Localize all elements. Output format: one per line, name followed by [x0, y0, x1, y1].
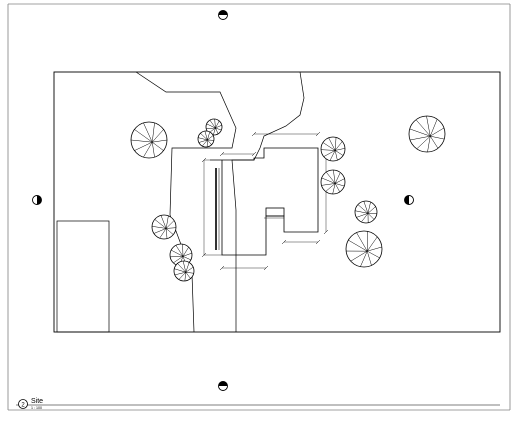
elevation-marker-east — [405, 196, 414, 205]
trees — [131, 116, 445, 281]
tree-symbol-icon — [174, 261, 194, 281]
tree-symbol-icon — [321, 170, 345, 194]
elevation-marker-west — [33, 196, 42, 205]
sheet-frame — [8, 4, 510, 410]
tree-symbol-icon — [346, 231, 382, 267]
building-footprint — [210, 148, 318, 255]
view-title: Site — [31, 398, 43, 405]
site-boundary — [54, 72, 500, 332]
view-title-block: 2 Site 1 : 100 — [19, 398, 44, 410]
site-paths — [136, 72, 304, 332]
tree-symbol-icon — [198, 131, 214, 147]
parking-bay — [57, 221, 109, 332]
tree-symbol-icon — [409, 116, 445, 152]
tree-symbol-icon — [321, 137, 345, 161]
dimension-ticks — [202, 132, 328, 270]
tree-symbol-icon — [152, 215, 176, 239]
elevation-marker-south — [219, 382, 228, 391]
view-scale: 1 : 100 — [31, 406, 42, 410]
tree-symbol-icon — [131, 122, 167, 158]
elevation-marker-north — [219, 11, 228, 20]
tree-symbol-icon — [355, 201, 377, 223]
